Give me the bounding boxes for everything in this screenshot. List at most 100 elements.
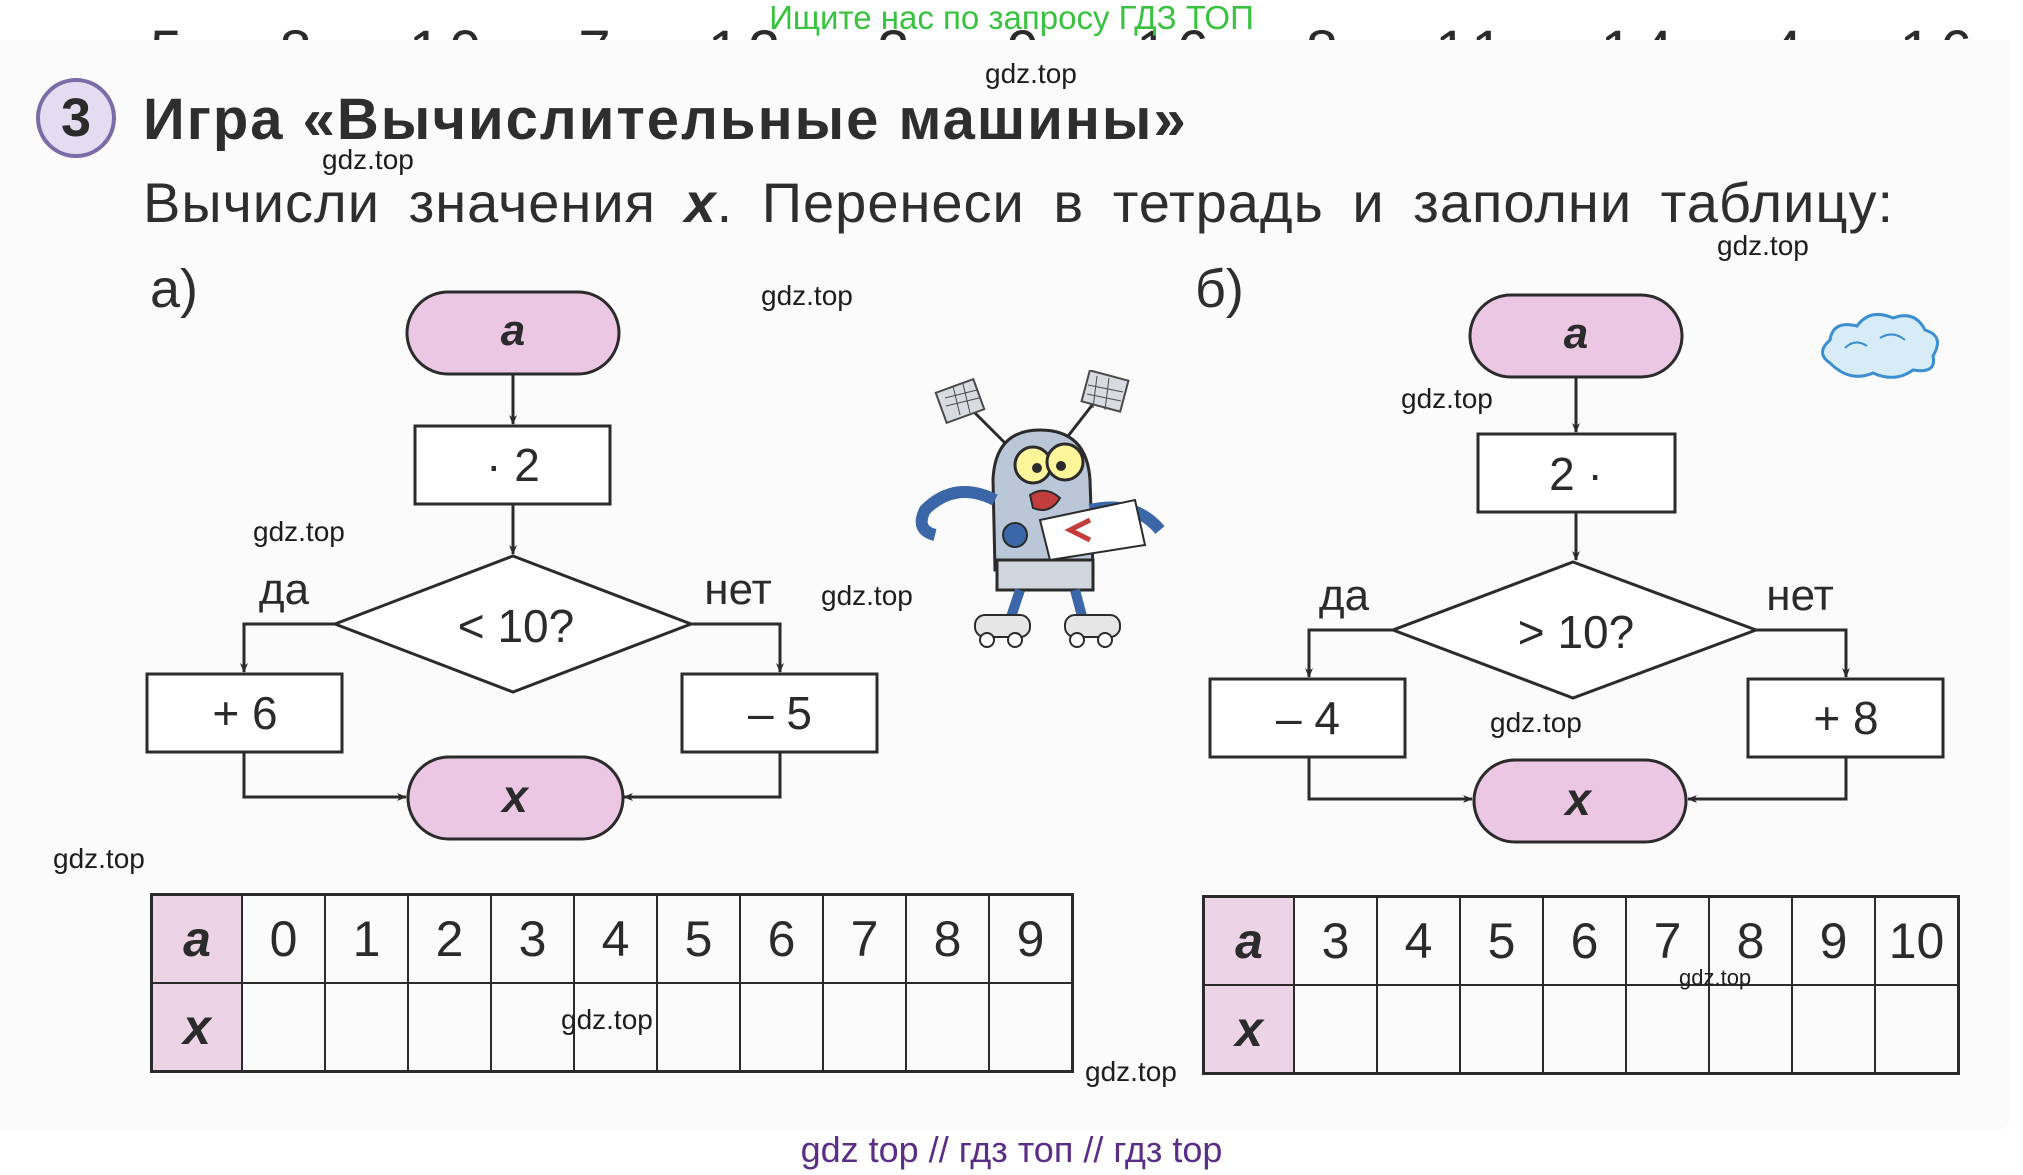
flow-a-merge-left-arrow	[242, 752, 407, 801]
table-b-cell-a: 7	[1625, 895, 1710, 986]
table-a-cell-a: 2	[407, 893, 492, 984]
table-b-cell-x	[1791, 984, 1876, 1075]
table-a-cell-x	[656, 982, 741, 1073]
flow-a-no-op-label: – 5	[748, 687, 812, 739]
table-b-cell-a: 3	[1293, 895, 1378, 986]
robot-illustration	[915, 370, 1165, 648]
flowchart-a-text: a · 2 < 10? да нет + 6 – 5 x	[212, 306, 812, 822]
table-a-cell-a: 5	[656, 893, 741, 984]
flow-b-merge-left-arrow	[1307, 757, 1473, 803]
table-b-header-x: x	[1202, 984, 1295, 1075]
flow-a-yes-arrow	[240, 622, 335, 673]
table-b-cell-x	[1874, 984, 1960, 1075]
watermark: gdz.top	[1085, 1056, 1177, 1087]
part-b-label: б)	[1195, 259, 1244, 319]
flow-b-yes-op-label: – 4	[1276, 692, 1340, 744]
task-instruction: Вычисли значения x. Перенеси в тетрадь и…	[143, 170, 1894, 235]
top-number: 12	[708, 18, 789, 40]
table-a-row-a: a 0 1 2 3 4 5 6 7 8 9	[150, 893, 1074, 984]
flow-b-no-op-label: + 8	[1813, 692, 1878, 744]
table-b-cell-x	[1542, 984, 1627, 1075]
task-title: Игра «Вычислительные машины»	[143, 87, 1188, 152]
flow-a-output-label: x	[499, 770, 530, 822]
flow-b-no-label: нет	[1766, 571, 1833, 620]
table-a-cell-a: 4	[573, 893, 658, 984]
table-b-cell-a: 10	[1874, 895, 1960, 986]
table-a-cell-x	[905, 982, 990, 1073]
watermark: gdz.top	[53, 843, 145, 874]
top-number: 16	[1136, 18, 1217, 40]
footer-links[interactable]: gdz top // гдз топ // гдз top	[800, 1129, 1223, 1170]
flow-a-no-label: нет	[704, 565, 771, 614]
table-b-cell-x	[1459, 984, 1544, 1075]
flow-a-multiply-label: · 2	[486, 439, 540, 491]
table-a-cell-x	[988, 982, 1074, 1073]
flow-a-condition-label: < 10?	[458, 600, 574, 652]
table-b-row-x: x	[1202, 984, 1960, 1075]
instruction-variable: x	[684, 171, 717, 234]
flow-b-condition-label: > 10?	[1518, 606, 1634, 658]
top-number: 14	[1600, 18, 1681, 40]
flow-a-no-arrow	[691, 622, 784, 673]
top-number: 5	[150, 18, 190, 40]
top-number: 7	[578, 18, 618, 40]
table-b-row-a: a 3 4 5 6 7 8 9 10	[1202, 895, 1960, 986]
task-number-badge: 3	[36, 78, 116, 158]
flow-b-multiply-label: 2 ·	[1549, 448, 1603, 500]
table-b: a 3 4 5 6 7 8 9 10 x	[1202, 895, 1960, 1075]
top-number: 8	[1306, 18, 1346, 40]
watermark: gdz.top	[1717, 230, 1809, 261]
flow-b-yes-box	[1208, 677, 1407, 759]
search-banner[interactable]: Ищите нас по запросу ГДЗ ТОП	[769, 0, 1254, 36]
watermark: gdz.top	[761, 280, 853, 311]
flow-a-yes-box	[145, 672, 344, 754]
top-number: 11	[1435, 18, 1511, 40]
table-a-cell-a: 8	[905, 893, 990, 984]
flow-a-merge-right-arrow	[623, 752, 782, 801]
table-a-cell-a: 6	[739, 893, 824, 984]
instruction-text-start: Вычисли значения	[143, 171, 656, 234]
flow-a-condition-diamond	[330, 554, 696, 694]
top-number: 9	[1007, 18, 1047, 40]
table-a-cell-a: 3	[490, 893, 575, 984]
flow-b-multiply-box	[1476, 432, 1677, 514]
flow-b-output-label: x	[1562, 773, 1593, 825]
flow-a-input-label: a	[501, 306, 525, 355]
watermark: gdz.top	[1679, 965, 1752, 990]
table-a-row-x: x	[150, 982, 1074, 1073]
flow-b-condition-diamond	[1388, 560, 1761, 700]
table-b-cell-a: 9	[1791, 895, 1876, 986]
table-a-cell-a: 9	[988, 893, 1074, 984]
top-number: 8	[279, 18, 319, 40]
table-a-cell-x	[822, 982, 907, 1073]
table-b-cell-a: 6	[1542, 895, 1627, 986]
flow-b-no-arrow	[1756, 628, 1850, 678]
table-b-cell-a: 8	[1708, 895, 1793, 986]
top-number: 3	[877, 18, 917, 40]
table-b-header-a: a	[1202, 895, 1295, 986]
watermark: gdz.top	[322, 144, 414, 175]
previous-exercise-strip: 5 8 10 7 12 3 9 16 8 11 14 4 16	[0, 0, 2023, 40]
table-a-cell-x	[573, 982, 658, 1073]
watermark: gdz.top	[1401, 383, 1493, 414]
flowchart-b	[1208, 293, 1945, 844]
table-b-cell-x	[1708, 984, 1793, 1075]
flowchart-b-text: a 2 · > 10? да нет – 4 + 8 x	[1276, 309, 1879, 825]
table-a-cell-x	[241, 982, 326, 1073]
instruction-text-end: . Перенеси в тетрадь и заполни таблицу:	[716, 171, 1894, 234]
watermark: gdz.top	[1490, 707, 1582, 738]
flow-b-merge-right-arrow	[1687, 757, 1848, 803]
table-a: a 0 1 2 3 4 5 6 7 8 9 x	[150, 893, 1074, 1073]
flow-a-yes-label: да	[259, 565, 310, 614]
cloud-decoration	[1821, 312, 1939, 379]
flowchart-a	[145, 290, 879, 841]
watermark: gdz.top	[253, 516, 345, 547]
table-a-cell-a: 7	[822, 893, 907, 984]
table-a-cell-x	[324, 982, 409, 1073]
table-a-cell-x	[490, 982, 575, 1073]
watermark: gdz.top	[985, 58, 1077, 89]
table-b-cell-a: 4	[1376, 895, 1461, 986]
flow-b-yes-label: да	[1319, 571, 1370, 620]
flow-b-output-node	[1472, 758, 1688, 844]
